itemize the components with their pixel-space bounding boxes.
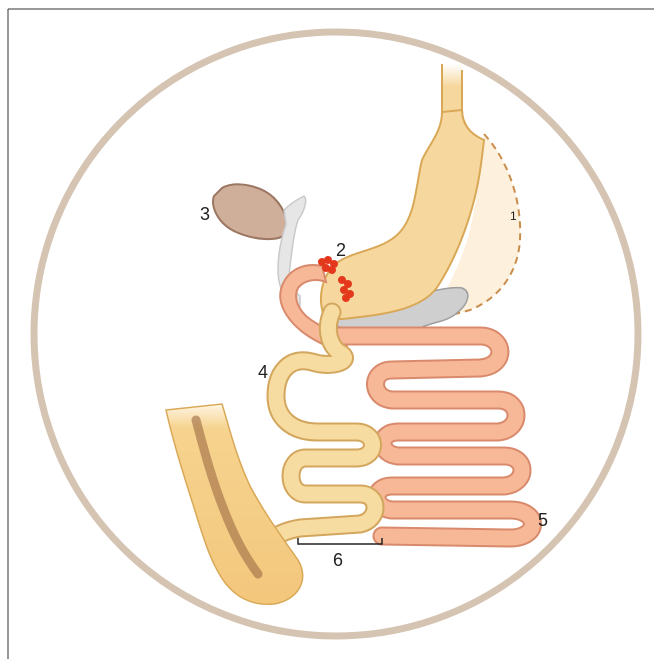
label-small-intestine: 5	[538, 510, 548, 530]
label-bypassed-limb: 4	[258, 362, 268, 382]
label-common-channel: 6	[333, 550, 343, 570]
label-gallbladder: 3	[200, 204, 210, 224]
label-remnant-stomach: 1	[510, 209, 517, 223]
label-anastomosis: 2	[336, 240, 346, 260]
